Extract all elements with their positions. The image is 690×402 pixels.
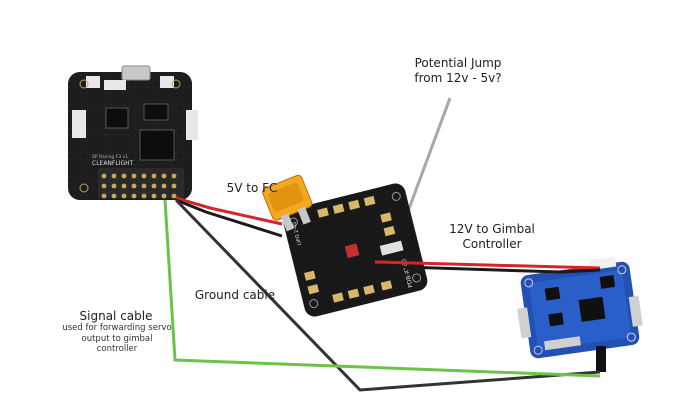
signal-cable-title: Signal cable bbox=[79, 309, 153, 323]
fc-brand-text: CLEANFLIGHT bbox=[92, 160, 134, 167]
flight-controller-board: CLEANFLIGHT SP Racing F3 v1 bbox=[68, 65, 198, 200]
baro-chip bbox=[143, 103, 169, 121]
servo-plug bbox=[596, 346, 606, 372]
mcu-chip bbox=[139, 129, 175, 161]
gimbal-controller-board bbox=[517, 256, 643, 359]
fc-model-text: SP Racing F3 v1 bbox=[92, 154, 128, 160]
driver-chip bbox=[544, 286, 561, 301]
motor-header bbox=[517, 307, 532, 339]
usb-port bbox=[121, 65, 151, 81]
jumper-pads bbox=[379, 240, 404, 256]
imu-chip bbox=[105, 107, 129, 129]
jst-connector bbox=[104, 80, 126, 90]
potential-jump-label: Potential Jump from 12v - 5v? bbox=[414, 56, 502, 85]
red-wire-fc bbox=[175, 196, 283, 226]
ground-cable bbox=[174, 198, 601, 392]
fc-power-label: 5V to FC bbox=[226, 181, 278, 195]
black-wire-fc bbox=[175, 198, 283, 238]
black-wire-gimbal bbox=[374, 264, 601, 274]
signal-cable-note: used for forwarding servo output to gimb… bbox=[62, 323, 172, 355]
driver-chip bbox=[548, 312, 564, 327]
xt60-connector bbox=[262, 174, 313, 232]
jst-connector bbox=[186, 110, 198, 140]
jst-connector bbox=[160, 76, 174, 88]
signal-cable bbox=[163, 199, 601, 378]
red-wire-gimbal bbox=[374, 260, 601, 270]
motor-header bbox=[544, 336, 581, 351]
driver-chip bbox=[599, 275, 616, 289]
gimbal-power-label: 12V to Gimbal Controller bbox=[449, 222, 535, 251]
pdb-lipo-text: LIPO 2-4S bbox=[291, 221, 303, 246]
regulator-chip bbox=[344, 243, 360, 258]
jst-connector bbox=[86, 76, 100, 88]
ground-cable-label: Ground cable bbox=[194, 288, 276, 302]
jst-connector bbox=[72, 110, 86, 138]
pin-header bbox=[98, 168, 184, 198]
power-distribution-board: LIPO 2-4S PDB-XT60 bbox=[282, 183, 428, 317]
servo-header bbox=[628, 295, 643, 327]
gimbal-mcu-chip bbox=[578, 296, 606, 322]
